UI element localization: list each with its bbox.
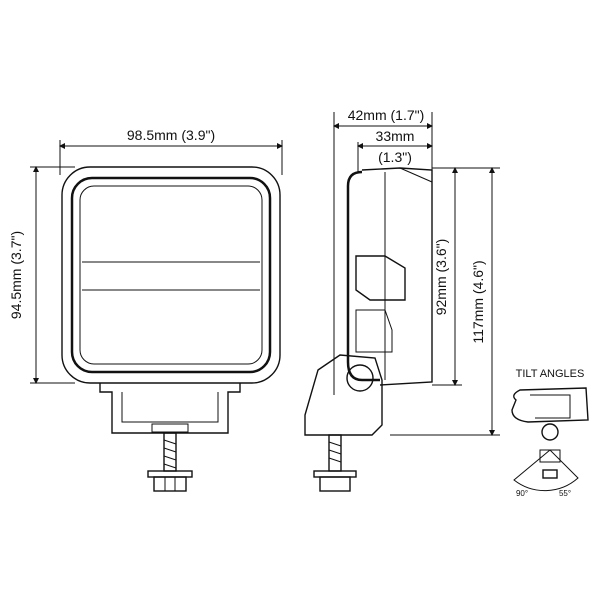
height-label: 94.5mm (3.7") <box>8 231 24 319</box>
depth-total-label: 42mm (1.7") <box>348 107 425 123</box>
lens <box>79 185 263 365</box>
tilt-title: TILT ANGLES <box>516 368 585 380</box>
lamp-housing <box>61 166 281 384</box>
side-housing <box>361 167 433 386</box>
mounting-bracket <box>99 383 241 434</box>
side-fin <box>355 255 406 301</box>
height-total-label: 117mm (4.6") <box>470 260 486 343</box>
bolt <box>163 432 177 472</box>
side-bracket <box>304 354 383 436</box>
depth-body-mm-label: 33mm <box>376 128 415 144</box>
pivot-knob <box>346 364 374 392</box>
depth-body-in-label: (1.3") <box>378 149 412 165</box>
tilt-angle-right: 55° <box>559 489 571 498</box>
side-bezel <box>346 170 380 382</box>
tilt-angle-left: 90° <box>516 489 528 498</box>
tilt-angles-diagram: TILT ANGLES 90° 55° <box>511 368 589 498</box>
lamp-bezel <box>70 176 272 374</box>
width-label: 98.5mm (3.9") <box>127 127 215 143</box>
tilt-arc <box>513 449 579 492</box>
height-body-label: 92mm (3.6") <box>433 239 449 316</box>
side-view: 42mm (1.7") 33mm (1.3") 92mm (3.6") 117m… <box>304 107 500 492</box>
nut <box>153 476 187 492</box>
front-view: 98.5mm (3.9") 94.5mm (3.7") <box>8 127 283 492</box>
